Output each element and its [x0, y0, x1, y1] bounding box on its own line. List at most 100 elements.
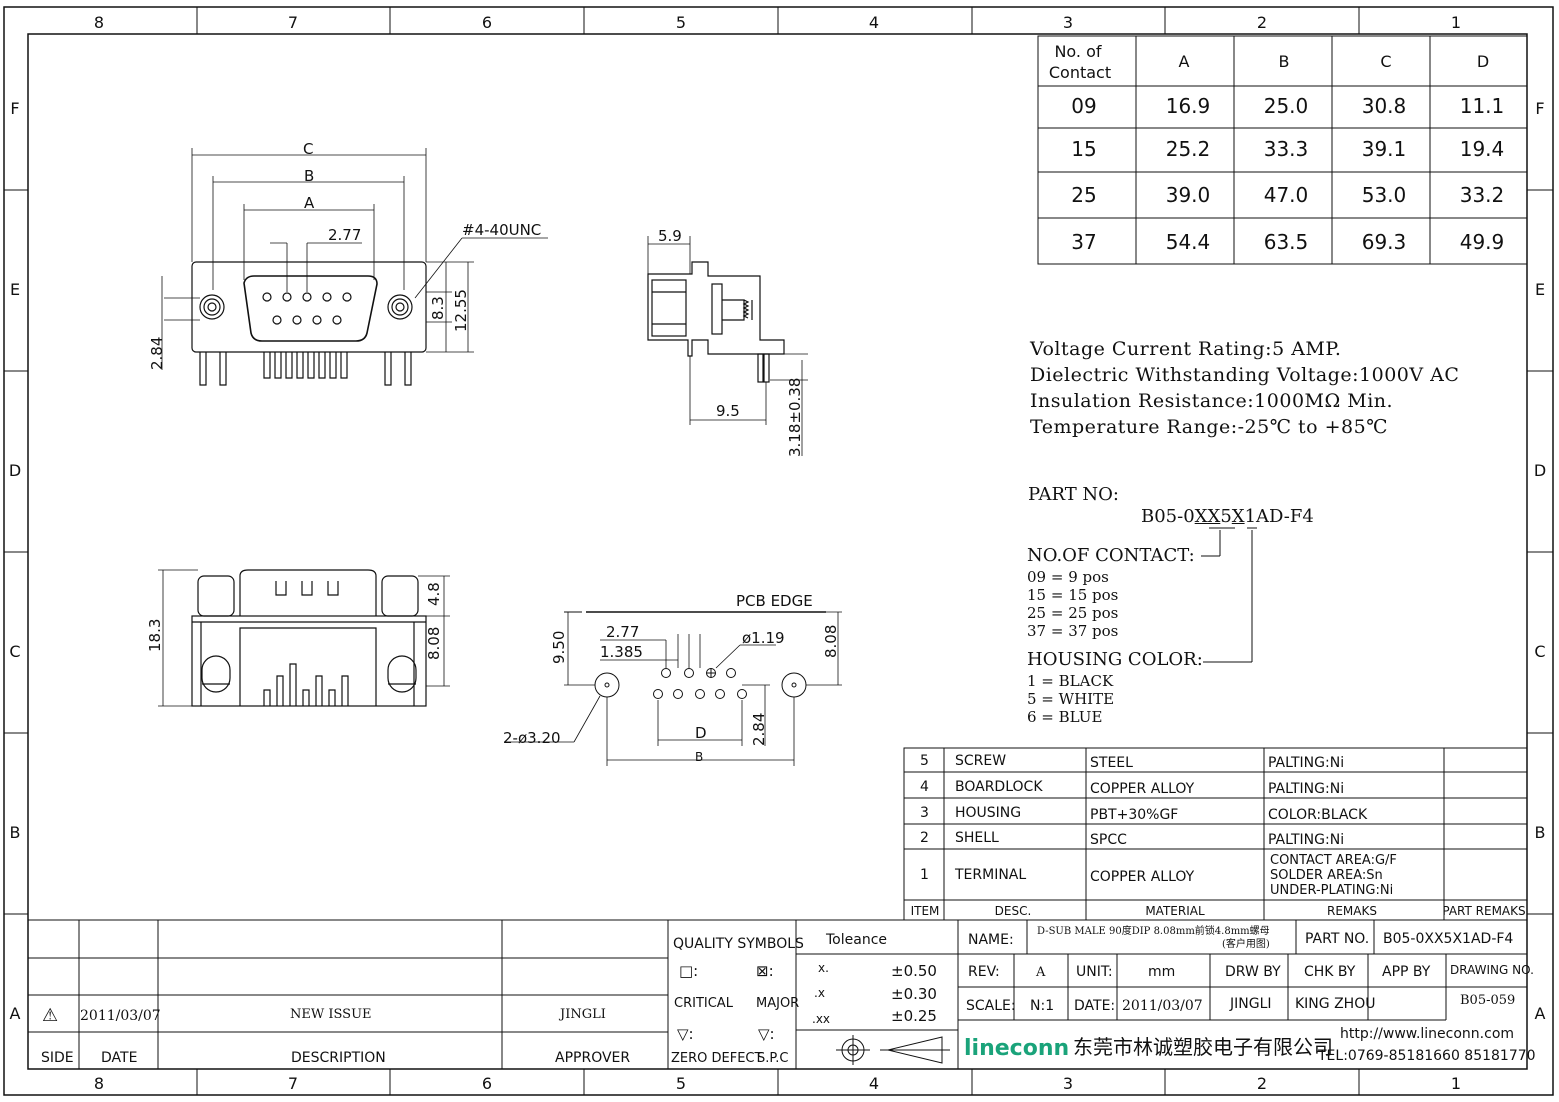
col-label: 8 — [94, 13, 104, 32]
drawing-no-label: DRAWING NO. — [1450, 963, 1534, 977]
part-no-label: PART NO: — [1028, 484, 1119, 505]
major-label: MAJOR — [756, 996, 799, 1011]
part-no-color-field: X — [1231, 506, 1245, 527]
row-label: D — [1534, 461, 1546, 480]
chk-label: CHK BY — [1304, 964, 1356, 980]
projection-icon — [836, 1035, 950, 1065]
revision-side: ⚠ — [42, 1005, 58, 1026]
col-label: 8 — [94, 1074, 104, 1093]
contact-count-cell: 37 — [1071, 230, 1096, 254]
dim-label: ø1.19 — [742, 629, 785, 647]
dim-label: D — [695, 724, 707, 742]
date-label: DATE: — [1074, 998, 1115, 1014]
dimension-cell: 47.0 — [1264, 183, 1309, 207]
dimension-cell: 39.1 — [1362, 137, 1407, 161]
bom-material: COPPER ALLOY — [1090, 781, 1195, 797]
bom-material: STEEL — [1090, 755, 1133, 771]
contact-count-cell: 25 — [1071, 183, 1096, 207]
dim-label: 2.84 — [750, 713, 768, 746]
dim-label: 3.18±0.38 — [786, 378, 804, 457]
dim-label: 9.50 — [550, 631, 568, 664]
contact-option: 37 = 37 pos — [1027, 622, 1119, 640]
bottom-view — [191, 569, 427, 707]
part-no-prefix: B05-0 — [1141, 506, 1195, 527]
bom-terminal-remark: SOLDER AREA:Sn — [1270, 868, 1383, 883]
dimension-cell: 19.4 — [1460, 137, 1505, 161]
row-label: A — [10, 1004, 21, 1023]
color-title: HOUSING COLOR: — [1027, 649, 1203, 670]
color-option: 6 = BLUE — [1027, 708, 1103, 726]
bom-remark: COLOR:BLACK — [1268, 807, 1368, 823]
dimension-cell: 63.5 — [1264, 230, 1309, 254]
bom-material: COPPER ALLOY — [1090, 869, 1195, 885]
company-tel: TEL:0769-85181660 85181770 — [1317, 1048, 1536, 1064]
col-label: 1 — [1451, 13, 1461, 32]
dim-label: B — [695, 750, 703, 764]
dim-label: 5.9 — [658, 227, 682, 245]
critical-symbol: □: — [679, 962, 698, 980]
row-label: F — [10, 99, 19, 118]
col-label: 2 — [1257, 1074, 1267, 1093]
company-website: http://www.lineconn.com — [1340, 1026, 1514, 1042]
bom-header: ITEM — [911, 904, 940, 918]
drawing-no-value: B05-059 — [1460, 993, 1515, 1008]
table-header: B — [1279, 52, 1290, 71]
dimension-cell: 25.2 — [1166, 137, 1211, 161]
dimension-cell: 25.0 — [1264, 94, 1309, 118]
col-label: 1 — [1451, 1074, 1461, 1093]
spec-line: Voltage Current Rating:5 AMP. — [1030, 338, 1342, 360]
major-symbol: ⊠: — [756, 962, 774, 980]
date-value: 2011/03/07 — [1122, 998, 1203, 1014]
scale-value: N:1 — [1030, 998, 1054, 1014]
contact-count-cell: 15 — [1071, 137, 1096, 161]
table-header: C — [1380, 52, 1391, 71]
scale-label: SCALE: — [966, 998, 1016, 1014]
row-label: E — [10, 280, 20, 299]
bom-item: 3 — [920, 805, 929, 821]
row-label: F — [1535, 99, 1544, 118]
dim-label: 9.5 — [716, 402, 740, 420]
col-label: 3 — [1063, 13, 1073, 32]
bom-desc: SCREW — [955, 753, 1006, 769]
tolerance-title: Toleance — [825, 932, 887, 948]
col-label: 7 — [288, 13, 298, 32]
spec-line: Temperature Range:-25℃ to +85℃ — [1030, 416, 1388, 438]
revision-description: NEW ISSUE — [290, 1007, 372, 1022]
part-no-5: 5 — [1220, 506, 1232, 527]
bom-header: REMAKS — [1327, 904, 1377, 918]
partno-label: PART NO. — [1305, 931, 1369, 947]
dim-label: 1.385 — [600, 643, 643, 661]
dim-label: B — [304, 167, 314, 185]
drw-label: DRW BY — [1225, 964, 1281, 980]
dimension-cell: 49.9 — [1460, 230, 1505, 254]
revision-approver: JINGLI — [558, 1007, 606, 1022]
rev-value: A — [1035, 965, 1046, 980]
part-no-suffix: 1AD-F4 — [1244, 506, 1314, 527]
bom-header: PART REMAKS — [1442, 904, 1525, 918]
front-view — [191, 261, 427, 386]
bom-desc: BOARDLOCK — [955, 779, 1043, 795]
side-view — [647, 261, 785, 383]
tolerance-key: .x — [814, 986, 825, 1000]
row-label: A — [1535, 1004, 1546, 1023]
dim-label: 2-ø3.20 — [503, 729, 561, 747]
bom-material: PBT+30%GF — [1090, 807, 1178, 823]
col-label: 2 — [1257, 13, 1267, 32]
drw-value: JINGLI — [1229, 996, 1272, 1012]
dimension-cell: 69.3 — [1362, 230, 1407, 254]
unit-value: mm — [1148, 964, 1175, 980]
critical-label: CRITICAL — [674, 996, 734, 1011]
pcb-edge-label: PCB EDGE — [736, 592, 813, 610]
table-header: Contact — [1049, 63, 1111, 82]
dimension-cell: 30.8 — [1362, 94, 1407, 118]
dim-label: A — [304, 194, 315, 212]
spec-line: Insulation Resistance:1000MΩ Min. — [1030, 390, 1394, 412]
revision-label: DATE — [101, 1050, 137, 1066]
revision-date: 2011/03/07 — [80, 1008, 161, 1024]
bom-header: DESC. — [995, 904, 1032, 918]
col-label: 6 — [482, 13, 492, 32]
quality-title: QUALITY SYMBOLS — [673, 936, 804, 952]
col-label: 3 — [1063, 1074, 1073, 1093]
revision-label: APPROVER — [555, 1050, 630, 1066]
